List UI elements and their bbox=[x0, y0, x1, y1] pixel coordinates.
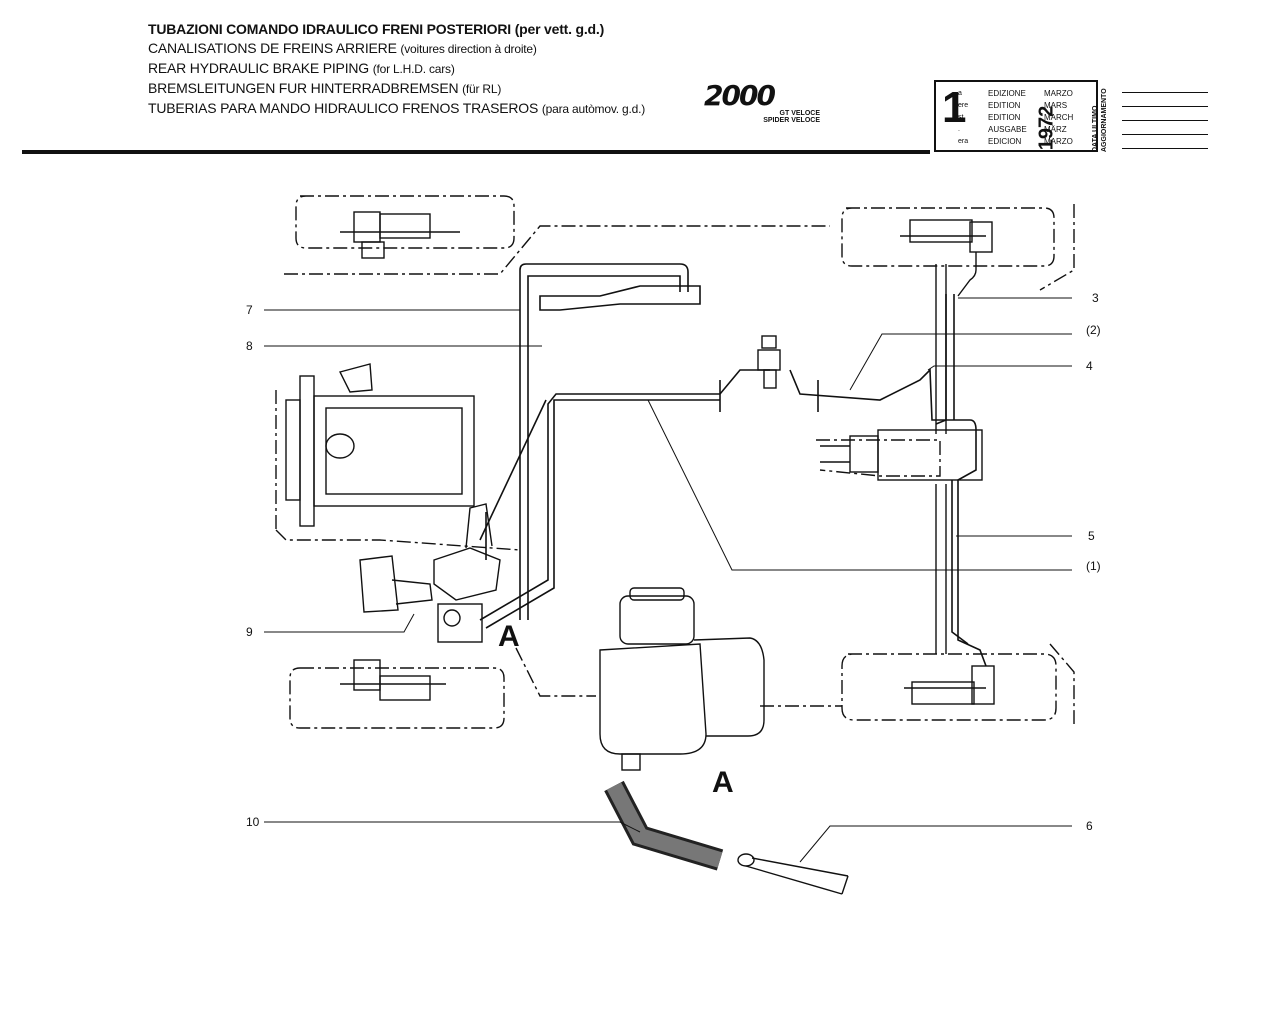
update-line bbox=[1122, 92, 1208, 93]
callout-1: (1) bbox=[1086, 559, 1101, 573]
title-line-de: BREMSLEITUNGEN FUR HINTERRADBREMSEN (für… bbox=[148, 80, 502, 96]
title-sub-de: (für RL) bbox=[462, 82, 502, 96]
brake-fluid-reservoir bbox=[599, 587, 765, 771]
title-sub-en: (for L.H.D. cars) bbox=[372, 62, 455, 76]
rigid-pipe bbox=[737, 853, 849, 895]
update-line bbox=[1122, 120, 1208, 121]
model-logo: 2000 GT VELOCE SPIDER VELOCE bbox=[704, 79, 824, 125]
update-line bbox=[1122, 134, 1208, 135]
detail-label-a: A bbox=[712, 766, 734, 799]
wheel-brake-rear-right-top bbox=[900, 219, 993, 297]
callout-4: 4 bbox=[1086, 359, 1093, 373]
callout-3: 3 bbox=[1092, 291, 1099, 305]
title-block: TUBAZIONI COMANDO IDRAULICO FRENI POSTER… bbox=[148, 20, 708, 119]
edition-months: MARZO MARS MARCH MÄRZ MARZO bbox=[1044, 89, 1074, 146]
detail-marker-a: A bbox=[498, 620, 520, 653]
edition-suffixes: a ere st . era bbox=[958, 90, 969, 145]
title-sub-fr: (voitures direction à droite) bbox=[400, 42, 537, 56]
edition-box: 1 a ere st . era EDIZIONE EDITION EDITIO… bbox=[934, 80, 1098, 152]
logo-model-spider: SPIDER VELOCE bbox=[763, 117, 820, 124]
logo-mark: 2000 bbox=[704, 79, 776, 112]
callout-8: 8 bbox=[246, 339, 253, 353]
pressure-regulator-valve bbox=[757, 335, 781, 389]
car-body-outline bbox=[275, 195, 1075, 729]
update-line bbox=[1122, 106, 1208, 107]
header-rule bbox=[22, 150, 930, 154]
callout-7: 7 bbox=[246, 303, 253, 317]
title-sub-es: (para autòmov. g.d.) bbox=[541, 102, 646, 116]
callout-10: 10 bbox=[246, 815, 260, 829]
callout-5: 5 bbox=[1088, 529, 1095, 543]
wheel-brake-rear-right-bottom bbox=[904, 665, 995, 705]
leader-lines bbox=[264, 297, 1072, 863]
edition-labels: EDIZIONE EDITION EDITION AUSGABE EDICION bbox=[988, 89, 1027, 146]
brake-pipes bbox=[479, 263, 987, 667]
edition-number: 1 bbox=[942, 83, 967, 132]
title-sub-it: (per vett. g.d.) bbox=[514, 21, 605, 37]
logo-model-gt: GT VELOCE bbox=[779, 110, 820, 117]
update-line bbox=[1122, 148, 1208, 149]
title-line-es: TUBERIAS PARA MANDO HIDRAULICO FRENOS TR… bbox=[148, 100, 646, 116]
engine-outline bbox=[285, 363, 475, 527]
wheel-brake-rear-left-top bbox=[340, 211, 460, 259]
title-line-fr: CANALISATIONS DE FREINS ARRIERE (voiture… bbox=[148, 40, 537, 56]
callout-2: (2) bbox=[1086, 323, 1101, 337]
brake-servo bbox=[359, 503, 501, 643]
callout-6: 6 bbox=[1086, 819, 1093, 833]
callout-9: 9 bbox=[246, 625, 253, 639]
title-line-it: TUBAZIONI COMANDO IDRAULICO FRENI POSTER… bbox=[148, 21, 605, 37]
rubber-hose bbox=[604, 780, 724, 871]
title-line-en: REAR HYDRAULIC BRAKE PIPING (for L.H.D. … bbox=[148, 60, 455, 76]
wheel-brake-rear-left-bottom bbox=[340, 659, 446, 701]
